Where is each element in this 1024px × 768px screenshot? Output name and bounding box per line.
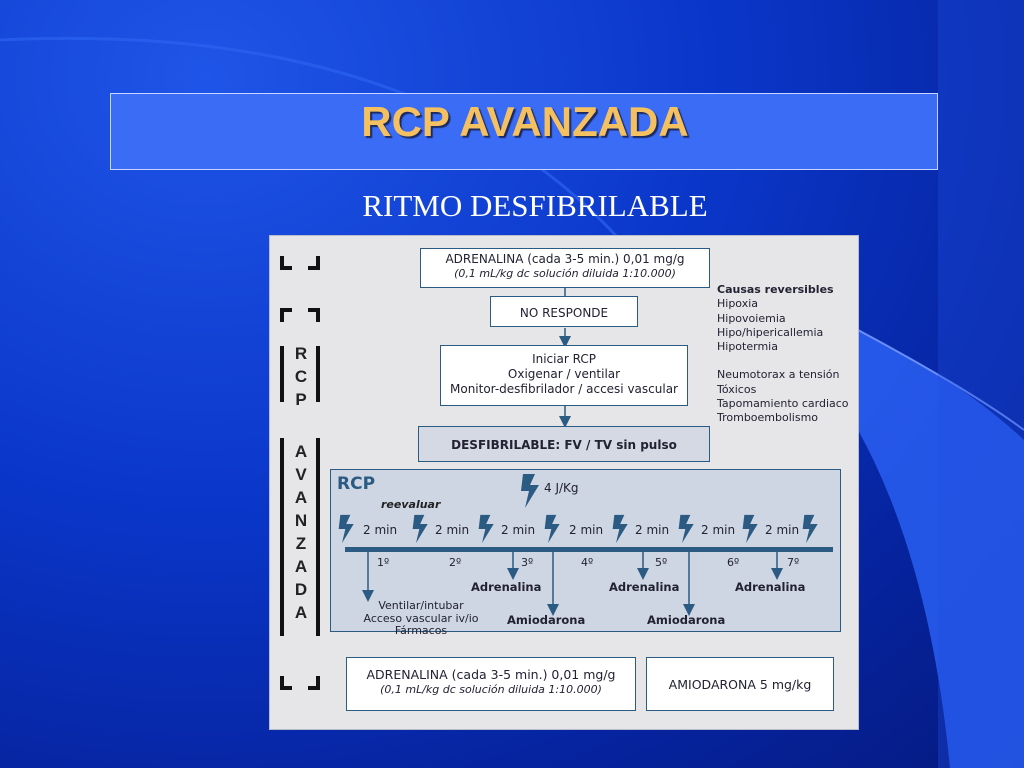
bracket-mark: [280, 266, 292, 270]
ventilar-line: Ventilar/intubar: [378, 599, 464, 612]
cause-item: Tóxicos: [717, 382, 757, 396]
ventilar-line: Fármacos: [394, 624, 448, 637]
cause-item: Neumotorax a tensión: [717, 368, 840, 382]
interval-label: 2 min: [501, 523, 536, 537]
shock-bolt-icon: [478, 514, 494, 544]
bracket-mark: [308, 308, 320, 312]
bracket-mark: [280, 686, 292, 690]
bracket-mark: [280, 308, 292, 312]
cycle-ordinal: 1º: [377, 556, 390, 569]
shock-bolt-icon: [612, 514, 628, 544]
cycle-ordinal: 3º: [521, 556, 534, 569]
amiodarona-dose: AMIODARONA 5 mg/kg: [668, 677, 812, 692]
side-letter: N: [294, 511, 308, 530]
cause-item: Tromboembolismo: [717, 411, 819, 425]
cycle-ordinal: 4º: [581, 556, 594, 569]
flowchart-panel: R C P A V A N Z A D A ADRENALINA (cada 3…: [269, 235, 859, 730]
adrenalina-dilution: (0,1 mL/kg dc solución diluida 1:10.000): [454, 267, 676, 280]
side-bar: [280, 346, 284, 402]
cycle-ordinal: 6º: [727, 556, 740, 569]
side-letter: A: [294, 603, 308, 622]
slide-title: RCP AVANZADA: [361, 98, 689, 145]
shock-bolt-icon: [412, 514, 428, 544]
cause-item: Hipovoiemia: [717, 311, 786, 325]
side-letter: Z: [295, 534, 307, 553]
side-letter: D: [294, 580, 308, 599]
shock-bolt-icon: [521, 474, 539, 508]
rcp-cycle-region: RCP reevaluar 4 J/Kg 2 min 2 min 2 min 2…: [330, 469, 841, 637]
slide-subtitle: RITMO DESFIBRILABLE: [362, 188, 708, 223]
no-responde-box: NO RESPONDE: [490, 296, 638, 327]
side-letter: A: [294, 442, 308, 461]
ventilar-block: Ventilar/intubar Acceso vascular iv/io F…: [353, 599, 489, 638]
amiodarona-box: AMIODARONA 5 mg/kg: [646, 657, 834, 711]
shock-bolt-icon: [742, 514, 758, 544]
iniciar-line2: Oxigenar / ventilar: [507, 367, 621, 381]
desfibrilable-label: DESFIBRILABLE: FV / TV sin pulso: [451, 438, 677, 452]
shock-bolt-icon: [544, 514, 560, 544]
interval-label: 2 min: [363, 523, 398, 537]
adrenalina-label: Adrenalina: [471, 580, 542, 594]
ventilar-line: Acceso vascular iv/io: [363, 611, 479, 625]
shock-bolt-icon: [678, 514, 694, 544]
adrenalina-dilution: (0,1 mL/kg dc solución diluida 1:10.000): [380, 682, 602, 696]
iniciar-line3: Monitor-desfibrilador / accesi vascular: [450, 382, 678, 396]
side-letter: V: [295, 465, 307, 484]
iniciar-line1: Iniciar RCP: [532, 352, 596, 366]
interval-label: 2 min: [765, 523, 800, 537]
cycle-ordinal: 7º: [787, 556, 800, 569]
adrenalina-top-box: ADRENALINA (cada 3-5 min.) 0,01 mg/g (0,…: [420, 248, 710, 288]
cause-item: Hipotermia: [717, 340, 778, 354]
shock-bolt-icon: [338, 514, 354, 544]
adrenalina-dose: ADRENALINA (cada 3-5 min.) 0,01 mg/g: [366, 667, 616, 682]
cause-item: Hipoxia: [717, 297, 759, 311]
drug-arrows: [362, 552, 783, 616]
interval-label: 2 min: [701, 523, 736, 537]
bracket-mark: [316, 308, 320, 322]
bracket-mark: [280, 676, 284, 690]
adrenalina-dose: ADRENALINA (cada 3-5 min.) 0,01 mg/g: [445, 252, 685, 266]
side-bar: [316, 346, 320, 402]
cycle-ordinal: 5º: [655, 556, 668, 569]
interval-label: 2 min: [569, 523, 604, 537]
side-letter: A: [294, 557, 308, 576]
side-letter: C: [294, 367, 308, 386]
side-bar: [280, 438, 284, 636]
iniciar-rcp-box: Iniciar RCP Oxigenar / ventilar Monitor-…: [440, 345, 688, 406]
interval-label: 2 min: [435, 523, 470, 537]
cause-item: Hipo/hipericallemia: [717, 325, 824, 339]
bracket-mark: [280, 256, 284, 270]
side-letter: P: [295, 390, 307, 409]
cause-item: Tapomamiento cardiaco: [717, 397, 849, 411]
flow-arrows: [559, 288, 571, 428]
bracket-mark: [308, 686, 320, 690]
bracket-mark: [316, 676, 320, 690]
adrenalina-bottom-box: ADRENALINA (cada 3-5 min.) 0,01 mg/g (0,…: [346, 657, 636, 711]
adrenalina-label: Adrenalina: [735, 580, 806, 594]
bracket-mark: [308, 266, 320, 270]
side-bar: [316, 438, 320, 636]
rcp-region-label: RCP: [337, 474, 376, 494]
side-letter: R: [294, 344, 308, 363]
bracket-mark: [316, 256, 320, 270]
causes-list: Causas reversibles Hipoxia Hipovoiemia H…: [717, 283, 867, 426]
bracket-mark: [280, 308, 284, 322]
adrenalina-label: Adrenalina: [609, 580, 680, 594]
shock-bolt-icon: [802, 514, 818, 544]
no-responde-label: NO RESPONDE: [519, 306, 609, 320]
title-box: RCP AVANZADA: [110, 93, 938, 170]
cycle-ordinal: 2º: [449, 556, 462, 569]
reevaluar-label: reevaluar: [381, 498, 441, 511]
interval-label: 2 min: [635, 523, 670, 537]
side-letter: A: [294, 488, 308, 507]
rcp-timeline: [345, 547, 833, 552]
amiodarona-label: Amiodarona: [507, 613, 586, 627]
desfibrilable-box: DESFIBRILABLE: FV / TV sin pulso: [418, 426, 710, 462]
causes-heading: Causas reversibles: [717, 283, 834, 296]
energy-label: 4 J/Kg: [544, 481, 579, 495]
amiodarona-label: Amiodarona: [647, 613, 726, 627]
